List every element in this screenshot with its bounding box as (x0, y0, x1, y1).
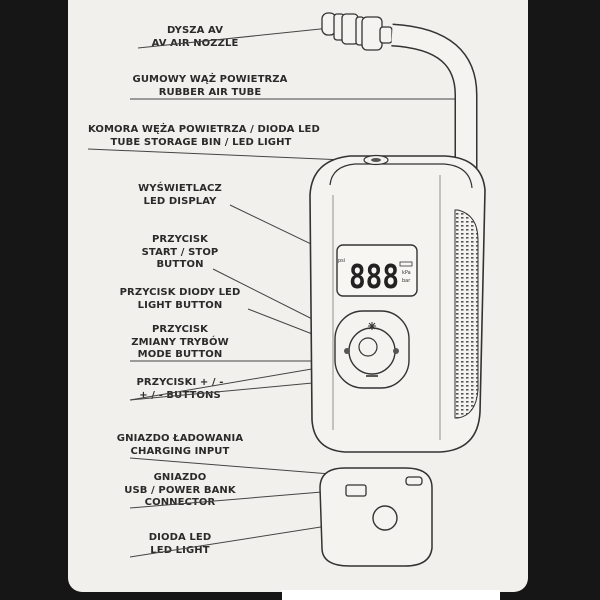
label-pm-pl: PRZYCISKI + / - (136, 377, 224, 388)
plus-button[interactable] (393, 348, 399, 354)
display-unit-bar: bar (402, 278, 411, 284)
start-stop-button[interactable] (358, 337, 378, 357)
label-mode-en: MODE BUTTON (137, 349, 223, 360)
label-tube-en: RUBBER AIR TUBE (158, 86, 262, 98)
air-nozzle (321, 12, 393, 51)
label-start-pl: PRZYCISK (152, 234, 208, 245)
label-usb-connector: GNIAZDO USB / POWER BANK CONNECTOR (118, 472, 242, 510)
label-ledlight-pl: DIODA LED (148, 532, 212, 543)
rubber-tube (391, 23, 478, 172)
label-storage-bin: KOMORA WĘŻA POWIETRZA / DIODA LED TUBE S… (88, 124, 320, 149)
display-digits: 888 (349, 257, 399, 296)
label-mode-pl1: PRZYCISK (152, 324, 208, 335)
label-storage-pl: KOMORA WĘŻA POWIETRZA / DIODA LED (88, 124, 320, 135)
label-tube-pl: GUMOWY WĄŻ POWIETRZA (132, 74, 288, 85)
label-display-en: LED DISPLAY (143, 195, 217, 207)
led-display: 888 psi kPa bar (336, 244, 418, 297)
label-usb-pl: GNIAZDO (153, 472, 207, 483)
pump-body (309, 154, 486, 453)
label-ledbtn-en: LIGHT BUTTON (137, 299, 223, 311)
usb-port[interactable] (345, 484, 367, 497)
label-charging-input: GNIAZDO ŁADOWANIA CHARGING INPUT (112, 433, 248, 458)
light-button-icon[interactable] (368, 322, 376, 330)
label-led-light: DIODA LED LED LIGHT (130, 532, 230, 557)
label-start-en2: BUTTON (156, 259, 204, 270)
label-storage-en: TUBE STORAGE BIN / LED LIGHT (110, 136, 292, 148)
display-unit-kpa: kPa (402, 270, 411, 276)
label-nozzle-pl: DYSZA AV (166, 25, 224, 36)
label-start-en1: START / STOP (141, 246, 219, 258)
label-display-pl: WYŚWIETLACZ (138, 183, 222, 194)
label-usb-en1: USB / POWER BANK (124, 484, 236, 496)
label-charging-en: CHARGING INPUT (130, 445, 230, 457)
label-ledlight-en: LED LIGHT (150, 544, 210, 556)
barcode-strip (282, 590, 500, 600)
label-rubber-tube: GUMOWY WĄŻ POWIETRZA RUBBER AIR TUBE (130, 74, 290, 99)
label-nozzle-en: AV AIR NOZZLE (151, 37, 239, 49)
label-led-display: WYŚWIETLACZ LED DISPLAY (130, 183, 230, 208)
label-usb-en2: CONNECTOR (144, 497, 216, 508)
label-air-nozzle: DYSZA AV AV AIR NOZZLE (135, 25, 255, 50)
label-charging-pl: GNIAZDO ŁADOWANIA (116, 433, 244, 444)
label-ledbtn-pl: PRZYCISK DIODY LED (119, 287, 241, 298)
label-light-button: PRZYCISK DIODY LED LIGHT BUTTON (112, 287, 248, 312)
minus-button[interactable] (344, 348, 350, 354)
display-unit-left: psi (338, 258, 345, 264)
label-mode-button: PRZYCISK ZMIANY TRYBÓW MODE BUTTON (130, 324, 230, 362)
led-light-lens (372, 505, 398, 531)
label-mode-pl2: ZMIANY TRYBÓW (131, 336, 229, 348)
charging-port[interactable] (405, 476, 423, 486)
label-start-stop: PRZYCISK START / STOP BUTTON (130, 234, 230, 272)
